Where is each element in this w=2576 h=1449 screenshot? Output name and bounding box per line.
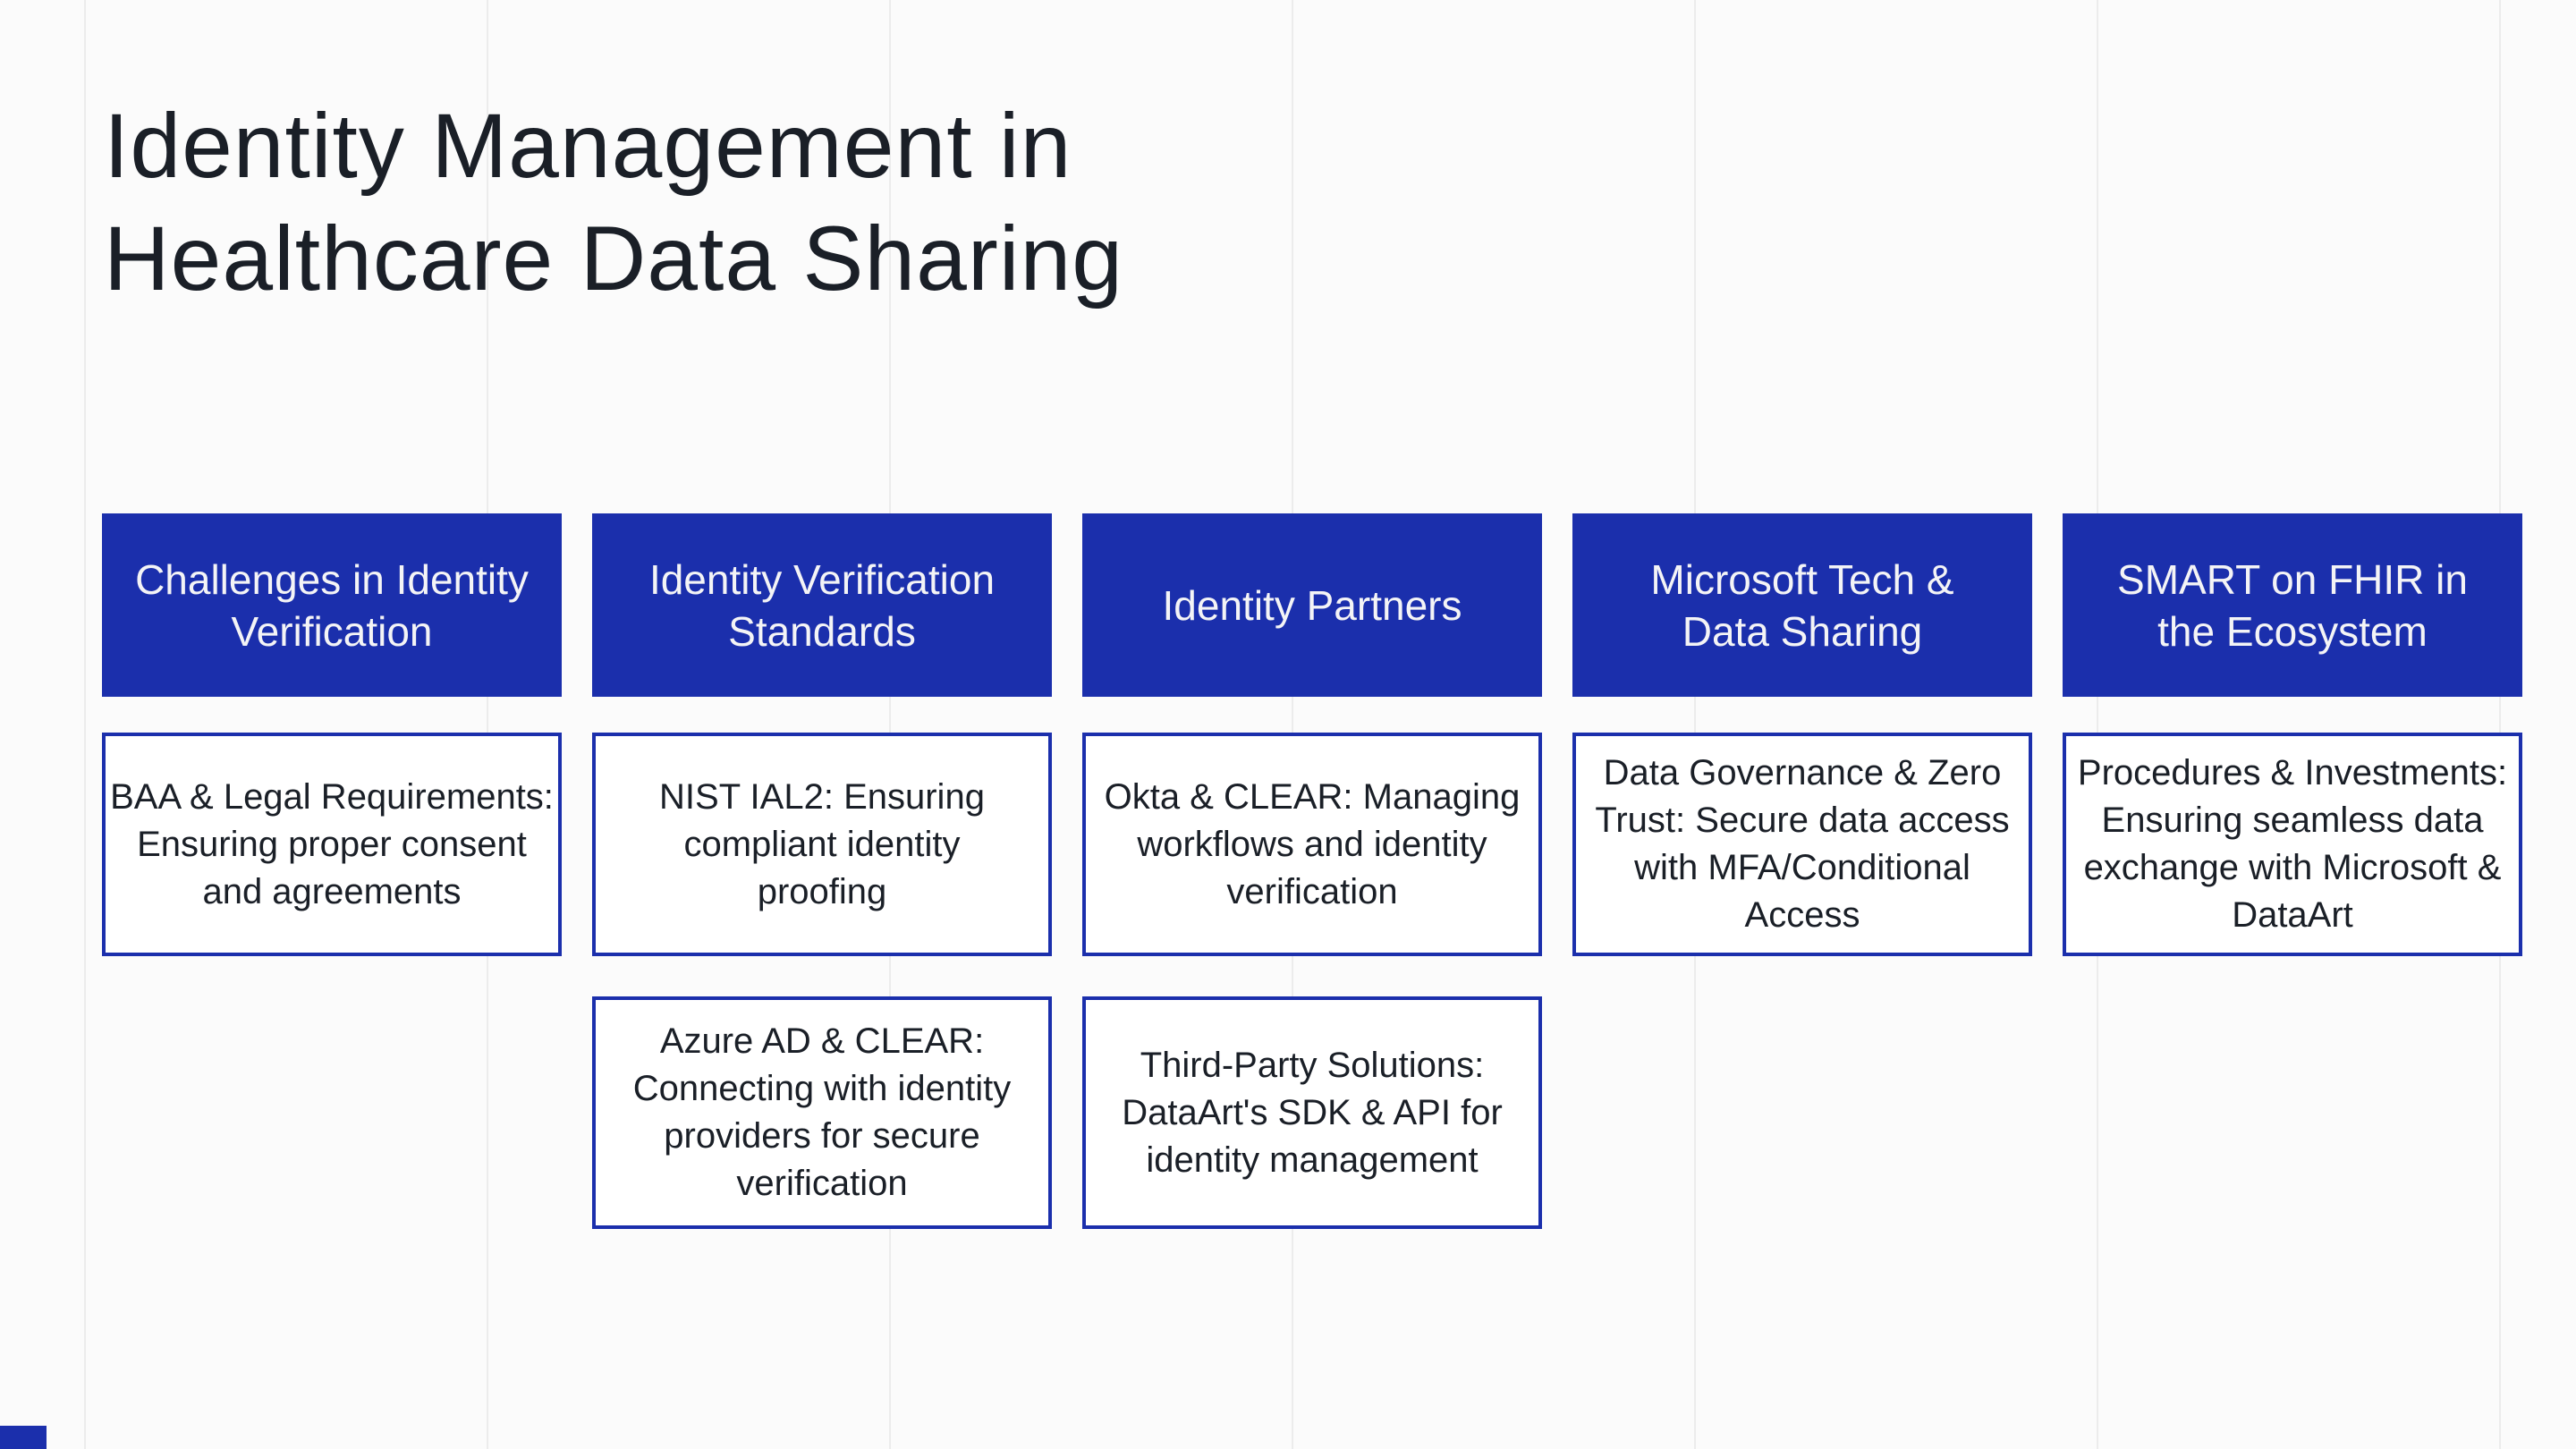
background-gridline: [2097, 0, 2098, 1449]
card-procedures-investments: Procedures & Investments: Ensuring seaml…: [2063, 733, 2522, 956]
background-gridline: [487, 0, 488, 1449]
card-azure-ad-clear: Azure AD & CLEAR: Connecting with identi…: [592, 996, 1052, 1229]
card-baa-legal: BAA & Legal Requirements: Ensuring prope…: [102, 733, 562, 956]
card-data-governance: Data Governance & Zero Trust: Secure dat…: [1572, 733, 2032, 956]
background-gridline: [84, 0, 86, 1449]
card-okta-clear: Okta & CLEAR: Managing workflows and ide…: [1082, 733, 1542, 956]
background-gridline: [1292, 0, 1293, 1449]
page-title: Identity Management in Healthcare Data S…: [104, 95, 1123, 310]
header-box-microsoft: Microsoft Tech & Data Sharing: [1572, 513, 2032, 697]
header-box-smart-fhir: SMART on FHIR in the Ecosystem: [2063, 513, 2522, 697]
card-nist-ial2: NIST IAL2: Ensuring compliant identity p…: [592, 733, 1052, 956]
header-box-partners: Identity Partners: [1082, 513, 1542, 697]
background-gridline: [2499, 0, 2501, 1449]
header-box-challenges: Challenges in Identity Verification: [102, 513, 562, 697]
background-gridline: [1694, 0, 1696, 1449]
corner-accent-square: [0, 1426, 47, 1449]
header-box-standards: Identity Verification Standards: [592, 513, 1052, 697]
background-gridline: [889, 0, 891, 1449]
card-third-party: Third-Party Solutions: DataArt's SDK & A…: [1082, 996, 1542, 1229]
